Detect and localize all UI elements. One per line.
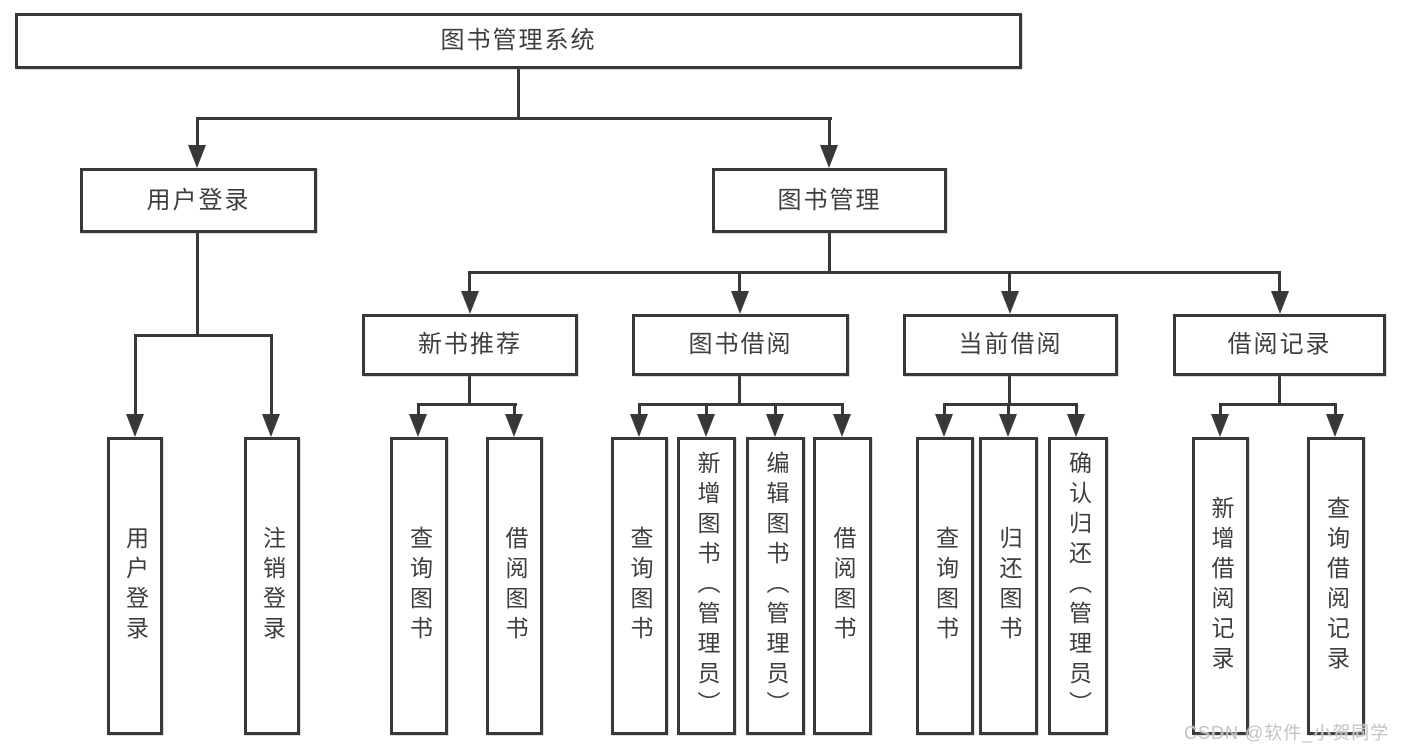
connector-stub [196,117,199,148]
connector-bookborrow-branch [638,403,844,406]
node-leaf-edit-book: 编辑图书（管理员） [746,437,805,735]
node-leaf-query-record: 查询借阅记录 [1307,437,1365,735]
node-leaf-query-books-b: 查询图书 [611,437,668,735]
connector-stub [270,334,273,416]
node-leaf-query-books-a-label: 查询图书 [406,526,433,646]
arrow-down-icon [820,145,838,168]
connector-borrowrecords-stem [1278,376,1281,406]
arrow-down-icon [126,414,144,437]
node-new-books: 新书推荐 [362,314,578,376]
node-current-borrow-label: 当前借阅 [958,331,1063,358]
node-leaf-query-books-b-label: 查询图书 [627,526,653,646]
arrow-down-icon [935,414,953,437]
connector-stub [1007,403,1010,417]
connector-stub [417,403,420,417]
connector-newbooks-branch [417,403,517,406]
node-borrow-records-label: 借阅记录 [1227,331,1332,358]
node-leaf-confirm-return-label: 确认归还（管理员） [1065,451,1092,721]
arrow-down-icon [1326,414,1344,437]
node-user-login: 用户登录 [80,168,317,233]
arrow-down-icon [766,414,784,437]
connector-root-stem [517,69,520,119]
connector-userlogin-branch [134,334,273,337]
connector-bookmgmt-stem [828,232,831,274]
connector-newbooks-stem [468,376,471,406]
connector-userlogin-stem [196,232,199,337]
node-leaf-return-book-label: 归还图书 [996,526,1022,646]
node-book-borrow: 图书借阅 [632,314,849,376]
node-leaf-borrow-books-a-label: 借阅图书 [502,526,528,646]
node-leaf-confirm-return: 确认归还（管理员） [1048,437,1108,735]
arrow-down-icon [697,414,715,437]
node-book-borrow-label: 图书借阅 [688,331,793,358]
connector-currentborrow-branch [943,403,1078,406]
connector-level1-branch [196,117,832,120]
arrow-down-icon [1211,414,1229,437]
node-leaf-add-record: 新增借阅记录 [1192,437,1249,735]
arrow-down-icon [630,414,648,437]
connector-stub [513,403,516,417]
connector-stub [705,403,708,417]
connector-bookborrow-stem [738,376,741,406]
arrow-down-icon [409,414,427,437]
node-leaf-add-record-label: 新增借阅记录 [1208,496,1234,676]
arrow-down-icon [833,414,851,437]
connector-stub [1219,403,1222,417]
connector-stub [943,403,946,417]
node-leaf-borrow-books-b: 借阅图书 [813,437,872,735]
connector-stub [1334,403,1337,417]
node-current-borrow: 当前借阅 [903,314,1118,376]
connector-stub [841,403,844,417]
connector-level3-branch [468,271,1281,274]
node-root: 图书管理系统 [15,13,1022,69]
arrow-down-icon [1067,414,1085,437]
connector-stub [828,117,831,148]
node-leaf-query-books-a: 查询图书 [390,437,448,735]
node-new-books-label: 新书推荐 [418,331,522,358]
arrow-down-icon [461,291,479,314]
arrow-down-icon [262,414,280,437]
node-leaf-borrow-books-b-label: 借阅图书 [830,526,856,646]
node-leaf-query-record-label: 查询借阅记录 [1323,496,1350,676]
node-leaf-add-book-label: 新增图书（管理员） [694,451,720,721]
connector-stub [134,334,137,416]
arrow-down-icon [188,145,206,168]
arrow-down-icon [999,414,1017,437]
arrow-down-icon [1271,291,1289,314]
arrow-down-icon [731,291,749,314]
node-book-mgmt: 图书管理 [712,168,947,233]
connector-stub [774,403,777,417]
connector-stub [1008,271,1011,294]
connector-stub [1075,403,1078,417]
arrow-down-icon [505,414,523,437]
node-leaf-edit-book-label: 编辑图书（管理员） [763,451,789,721]
watermark: CSDN @软件_小贺同学 [1184,723,1390,743]
connector-stub [468,271,471,294]
connector-stub [638,403,641,417]
node-leaf-query-books-c: 查询图书 [916,437,974,735]
node-root-label: 图书管理系统 [440,27,597,54]
node-borrow-records: 借阅记录 [1173,314,1386,376]
node-leaf-add-book: 新增图书（管理员） [677,437,736,735]
node-leaf-user-login: 用户登录 [107,437,163,735]
node-leaf-logout: 注销登录 [244,437,300,735]
node-leaf-borrow-books-a: 借阅图书 [486,437,543,735]
node-leaf-user-login-label: 用户登录 [122,526,149,646]
connector-stub [738,271,741,294]
arrow-down-icon [1001,291,1019,314]
node-leaf-query-books-c-label: 查询图书 [932,526,959,646]
node-user-login-label: 用户登录 [146,186,251,214]
node-leaf-return-book: 归还图书 [979,437,1038,735]
connector-currentborrow-stem [1008,376,1011,406]
node-book-mgmt-label: 图书管理 [777,186,882,214]
connector-stub [1278,271,1281,294]
connector-borrowrecords-branch [1219,403,1337,406]
node-leaf-logout-label: 注销登录 [259,526,286,646]
